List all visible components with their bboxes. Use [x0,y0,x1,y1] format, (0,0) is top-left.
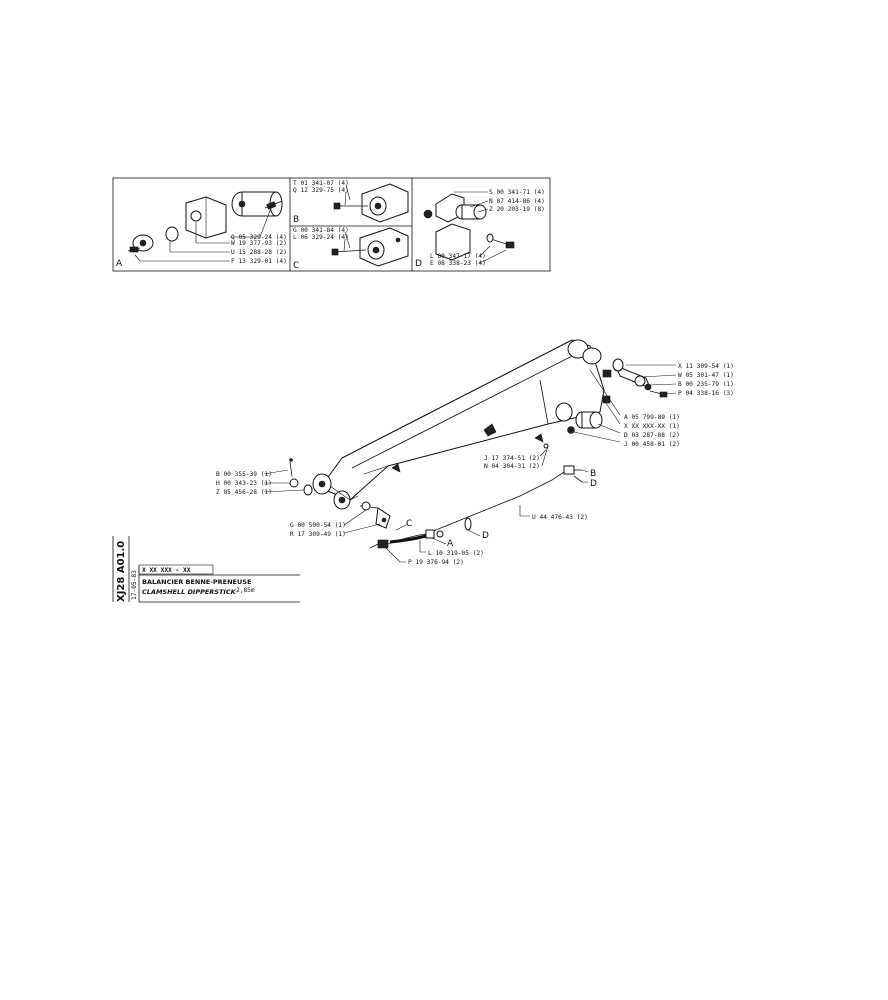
label-c-1: N 04 304-31 (2) [484,463,540,470]
label-rt-1: W 05 301-47 (1) [678,372,734,379]
bolt-a-lower [129,246,139,253]
panel-b-letter: B [293,215,299,225]
grease-nipple [567,426,575,434]
label-a-3: F 13 329-01 (4) [231,258,287,265]
body-rib [539,379,549,425]
panel-b: B T 01 341-07 (4) Q 12 329-75 (4) [293,180,409,225]
letter-c: C [406,519,412,529]
label-a-1: W 19 377-93 (2) [231,240,287,247]
inset-frame [112,177,551,272]
title-en: CLAMSHELL DIPPERSTICK [142,588,237,596]
label-d-1: N 07 414-86 (4) [489,198,545,205]
label-rm-2: D 03 287-88 (2) [624,432,680,439]
bushing-group: A 05 799-89 (1) X XX XXX-XX (1) D 03 287… [567,369,680,448]
pin-boss [555,402,573,422]
letter-b: B [590,469,596,479]
label-hose: U 44 476-43 (2) [532,514,588,521]
hose-fitting-mid [425,529,435,539]
title-block: XJ28 A01.0 17-05-83 X XX XXX - XX BALANC… [112,536,300,603]
label-c-0: G 00 341-84 (4) [293,227,349,234]
label-b-0: T 01 341-07 (4) [293,180,349,187]
label-d-0: S 00 341-71 (4) [489,189,545,196]
label-a-2: U 15 288-28 (2) [231,249,287,256]
inset-panels: A Q 05 329-24 (4) W [112,177,551,272]
split-pin [289,461,293,477]
panel-d-letter: D [415,259,422,269]
label-rm-0: A 05 799-89 (1) [624,414,680,421]
letter-a: A [447,539,454,549]
hose-fitting-right [563,465,575,475]
fitting [534,433,544,443]
label-b-1: Q 12 329-75 (4) [293,187,349,194]
hose-clamp [464,517,472,531]
label-c-0: J 17 374-51 (2) [484,455,540,462]
length-value: 2,85m [236,587,255,594]
label-l-0: B 00 355-39 (1) [216,471,272,478]
block-bore [190,210,202,222]
label-rm-3: J 00 458-01 (2) [624,441,680,448]
label-bl-0: G 00 500-54 (1) [290,522,346,529]
body-bracket [483,423,497,437]
hose-line [387,471,565,545]
panel-d: D S 00 341-71 (4) N 07 414-86 (4) Z 20 2… [415,189,545,269]
nut-d [423,209,433,219]
drawing-code: XJ28 A01.0 [116,541,127,602]
label-l-1: H 00 343-23 (1) [216,480,272,487]
panel-a: A Q 05 329-24 (4) W [116,191,287,269]
label-rt-0: X 11 309-54 (1) [678,363,734,370]
castle-nut [289,478,299,488]
label-rt-2: B 00 235-79 (1) [678,381,734,388]
drawing-date: 17-05-83 [131,570,138,600]
left-pin-parts: B 00 355-39 (1) H 00 343-23 (1) Z 05 456… [216,458,313,496]
lower-pin-parts: G 00 500-54 (1) R 17 309-49 (1) [290,501,391,538]
panel-c-letter: C [293,261,299,271]
label-a-0: Q 05 329-24 (4) [231,234,287,241]
dipperstick-assembly [312,339,605,510]
panel-a-letter: A [116,259,123,269]
hose-armor [389,534,427,544]
label-bc-0: L 10 319-05 (2) [428,550,484,557]
ref-box [138,564,214,575]
washer [644,383,652,391]
label-l-2: Z 05 456-28 (1) [216,489,272,496]
label-rt-3: P 04 338-16 (3) [678,390,734,397]
pin-assembly-right: X 11 309-54 (1) W 05 301-47 (1) B 00 235… [602,358,734,398]
label-rm-1: X XX XXX-XX (1) [624,423,680,430]
label-d-4: E 08 338-23 (4) [430,260,486,267]
title-fr: BALANCIER BENNE-PRENEUSE [142,578,251,586]
sleeve-part [165,226,179,242]
letter-d-2: D [482,531,489,541]
letter-d-1: D [590,479,597,489]
label-d-3: L 00 347-17 (4) [430,253,486,260]
label-bl-1: R 17 309-49 (1) [290,531,346,538]
retainer [602,369,612,378]
label-c-1: L 06 329-24 (4) [293,234,349,241]
panel-c: C G 00 341-84 (4) L 06 329-24 (4) [293,227,409,271]
label-bc-1: P 19 376-94 (2) [408,559,464,566]
hose-assembly: B D D C A U 44 476-43 (2) L 10 319-05 (2… [369,465,597,566]
ref-number: X XX XXX - XX [142,567,191,574]
clamp-bottom [435,223,471,261]
center-fittings: J 17 374-51 (2) N 04 304-31 (2) [484,433,549,470]
bolt-c [333,249,367,253]
label-d-2: Z 20 203-19 (8) [489,206,545,213]
hose-fitting-left [377,539,389,549]
washer-left [303,484,313,496]
